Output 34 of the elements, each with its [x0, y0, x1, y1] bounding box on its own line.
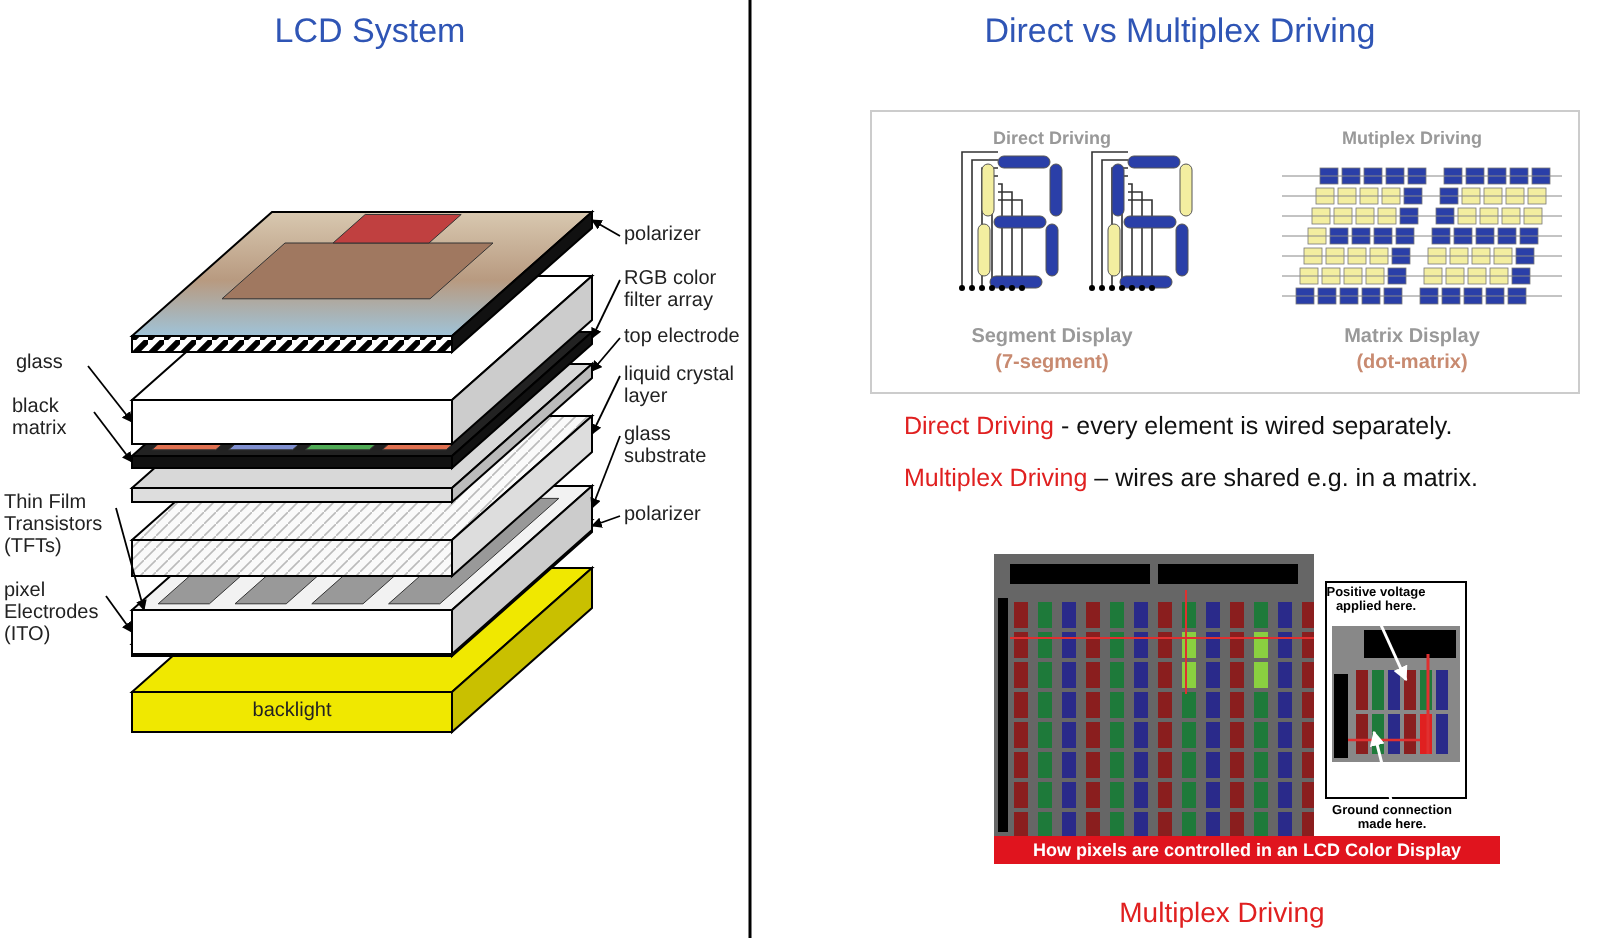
figure-label: (7-segment): [993, 352, 1111, 374]
caption-banner: How pixels are controlled in an LCD Color Display: [994, 836, 1500, 864]
leader-line: [591, 375, 621, 435]
part-label: polarizer: [624, 504, 748, 526]
leader-line: [591, 515, 621, 528]
caption: Multiplex Driving: [1117, 896, 1327, 932]
part-label: polarizer: [624, 224, 748, 246]
leader-line: [591, 219, 621, 237]
part-label: glass substrate: [624, 424, 748, 468]
description-text: Direct Driving - every element is wired separately.: [904, 412, 1455, 440]
part-label: glass: [16, 352, 96, 374]
leader-line: [115, 507, 147, 612]
figure-label: Matrix Display: [1342, 326, 1482, 348]
description-text: Multiplex Driving – wires are shared e.g. in a matrix.: [904, 464, 1480, 492]
part-label: black matrix: [12, 396, 102, 440]
part-label: pixel Electrodes (ITO): [4, 580, 114, 646]
part-label: liquid crystal layer: [624, 364, 748, 408]
heading: LCD System: [272, 12, 468, 54]
layer-label: backlight: [250, 700, 334, 722]
part-label: RGB color filter array: [624, 268, 748, 312]
part-label: top electrode: [624, 326, 748, 348]
figure-label: Segment Display: [969, 326, 1135, 348]
part-label: Thin Film Transistors (TFTs): [4, 492, 124, 558]
figure-label: Direct Driving: [990, 128, 1113, 148]
leader-line: [591, 337, 621, 372]
leader-line: [93, 411, 133, 463]
figure-label: (dot-matrix): [1354, 352, 1470, 374]
leader-line: [590, 435, 621, 509]
leader-line: [105, 595, 133, 633]
leader-line: [591, 279, 621, 339]
heading: Direct vs Multiplex Driving: [982, 12, 1378, 54]
leader-line: [87, 365, 133, 423]
figure-label: Mutiplex Driving: [1339, 128, 1484, 148]
picture-polarizer-layer: [132, 212, 592, 352]
